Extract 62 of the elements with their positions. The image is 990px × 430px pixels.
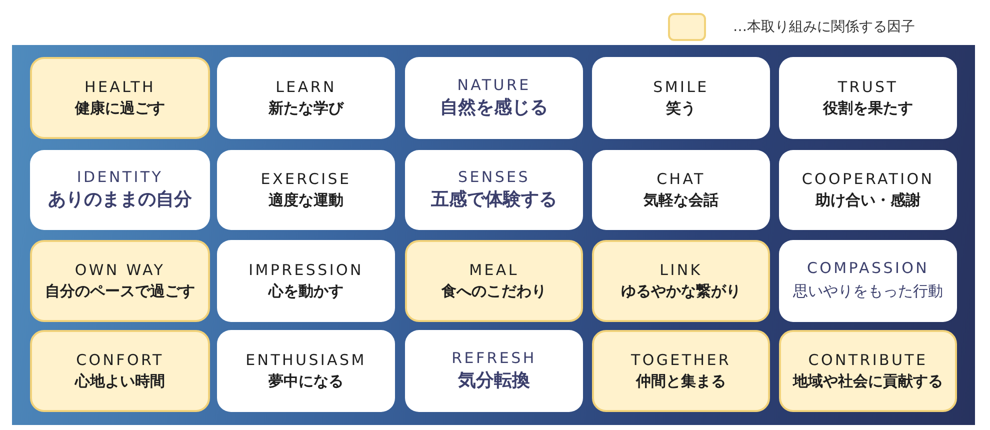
card-text: 心を動かす xyxy=(268,281,344,302)
card-text: 気分転換 xyxy=(458,369,530,393)
card-heading: LEARN xyxy=(276,77,336,97)
factor-card xyxy=(405,240,583,322)
card-text: ありのままの自分 xyxy=(48,188,192,212)
card-heading: LINK xyxy=(660,260,702,280)
card-heading: EXERCISE xyxy=(260,169,352,189)
card-text: 地域や社会に貢献する xyxy=(793,371,943,392)
card-heading: CONFORT xyxy=(76,350,164,370)
card-heading: TRUST xyxy=(838,77,898,97)
factor-card xyxy=(217,57,395,139)
factor-card xyxy=(30,240,210,322)
card-text: 五感で体験する xyxy=(431,188,557,212)
card-text: 自然を感じる xyxy=(440,96,548,120)
card-heading: NATURE xyxy=(457,75,531,95)
card-heading: OWN WAY xyxy=(74,260,166,280)
card-text: ゆるやかな繋がり xyxy=(621,281,741,302)
card-heading: COOPERATION xyxy=(802,169,934,189)
factor-card xyxy=(217,240,395,322)
card-heading: COMPASSION xyxy=(806,258,930,278)
factor-card xyxy=(779,240,957,322)
factor-card xyxy=(217,330,395,412)
card-text: 思いやりをもった行動 xyxy=(793,281,943,302)
card-text: 自分のペースで過ごす xyxy=(45,281,195,302)
card-heading: ENTHUSIASM xyxy=(246,350,366,370)
factor-card xyxy=(592,240,770,322)
factor-card xyxy=(592,150,770,230)
card-text: 食へのこだわり xyxy=(442,281,546,302)
factor-card xyxy=(779,150,957,230)
card-heading: HEALTH xyxy=(84,77,156,97)
card-heading: CHAT xyxy=(656,169,706,189)
card-heading: REFRESH xyxy=(452,348,536,368)
factor-card xyxy=(592,57,770,139)
card-heading: CONTRIBUTE xyxy=(808,350,928,370)
card-text: 仲間と集まる xyxy=(636,371,726,392)
card-text: 助け合い・感謝 xyxy=(816,190,920,211)
card-text: 適度な運動 xyxy=(268,190,344,211)
card-heading: MEAL xyxy=(469,260,519,280)
factor-card xyxy=(405,57,583,139)
card-text: 笑う xyxy=(666,98,696,119)
card-text: 気軽な会話 xyxy=(644,190,718,211)
card-text: 健康に過ごす xyxy=(75,98,165,119)
card-heading: SMILE xyxy=(653,77,709,97)
background-panel xyxy=(12,45,975,425)
card-text: 役割を果たす xyxy=(823,98,913,119)
factor-card xyxy=(30,57,210,139)
card-heading: IDENTITY xyxy=(76,167,164,187)
factor-card xyxy=(405,330,583,412)
card-heading: TOGETHER xyxy=(630,350,731,370)
factor-card xyxy=(217,150,395,230)
card-text: 夢中になる xyxy=(268,371,344,392)
factor-card xyxy=(30,150,210,230)
legend-text: …本取り組みに関係する因子 xyxy=(733,18,915,37)
factor-card xyxy=(30,330,210,412)
factor-card xyxy=(405,150,583,230)
factor-card xyxy=(779,57,957,139)
card-text: 心地よい時間 xyxy=(75,371,165,392)
card-text: 新たな学び xyxy=(268,98,344,119)
card-heading: IMPRESSION xyxy=(248,260,364,280)
factor-card xyxy=(592,330,770,412)
factor-card xyxy=(779,330,957,412)
card-heading: SENSES xyxy=(458,167,530,187)
